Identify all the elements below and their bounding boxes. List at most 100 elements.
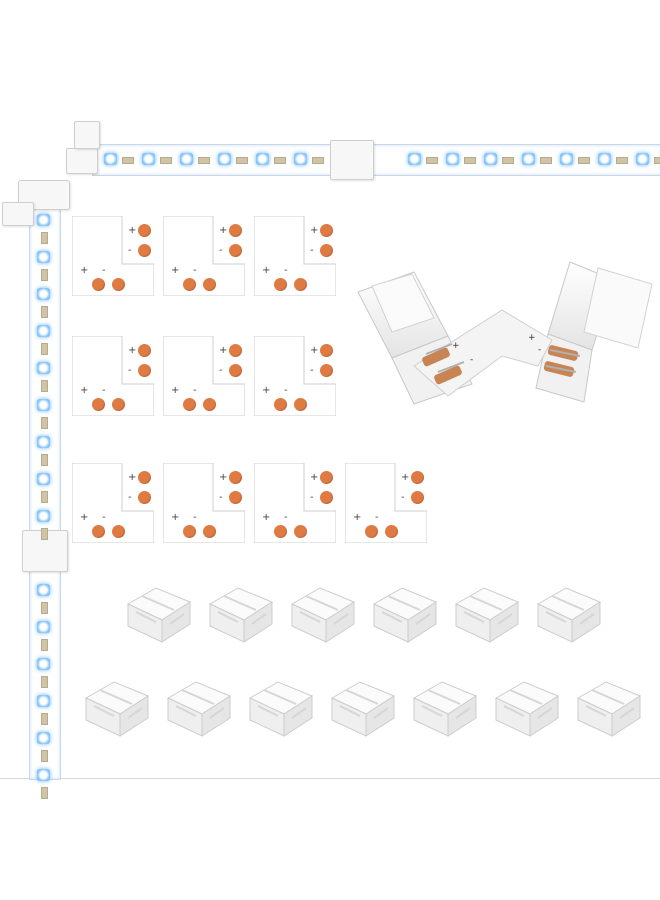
resistor — [41, 713, 48, 725]
positive-mark: + — [128, 345, 137, 356]
led-chip — [37, 288, 50, 300]
copper-pad — [229, 364, 242, 377]
copper-pad — [92, 525, 105, 538]
positive-mark: + — [171, 512, 180, 523]
negative-mark: - — [128, 492, 132, 503]
copper-pad — [294, 398, 307, 411]
resistor — [41, 454, 48, 466]
copper-pad — [365, 525, 378, 538]
copper-pad — [320, 344, 333, 357]
positive-mark: + — [310, 472, 319, 483]
strip-end-clip-cap — [74, 121, 100, 149]
resistor — [41, 528, 48, 540]
copper-pad — [203, 398, 216, 411]
l-pcb-connector — [345, 463, 427, 543]
positive-mark: + — [219, 472, 228, 483]
positive-mark: + — [80, 512, 89, 523]
led-chip — [37, 436, 50, 448]
led-chip — [37, 621, 50, 633]
led-chip — [104, 153, 117, 165]
led-chip — [37, 658, 50, 670]
copper-pad — [203, 525, 216, 538]
negative-mark: - — [102, 512, 106, 523]
clip-connector — [368, 584, 440, 646]
led-chip — [598, 153, 611, 165]
resistor — [654, 157, 660, 164]
negative-mark: - — [102, 385, 106, 396]
l-pcb-connector — [72, 336, 154, 416]
led-chip — [37, 695, 50, 707]
led-chip — [180, 153, 193, 165]
led-chip — [37, 473, 50, 485]
positive-mark: + — [171, 265, 180, 276]
vertical-led-strip — [29, 200, 61, 780]
copper-pad — [229, 224, 242, 237]
copper-pad — [138, 364, 151, 377]
clip-connector — [490, 678, 562, 740]
copper-pad — [138, 471, 151, 484]
svg-text:-: - — [538, 345, 541, 355]
negative-mark: - — [219, 492, 223, 503]
svg-text:+: + — [528, 333, 536, 343]
copper-pad — [112, 525, 125, 538]
resistor — [41, 750, 48, 762]
copper-pad — [274, 525, 287, 538]
copper-pad — [112, 398, 125, 411]
copper-pad — [320, 491, 333, 504]
resistor — [41, 639, 48, 651]
copper-pad — [203, 278, 216, 291]
resistor — [41, 380, 48, 392]
negative-mark: - — [310, 492, 314, 503]
negative-mark: - — [219, 365, 223, 376]
led-chip — [37, 325, 50, 337]
l-pcb-connector — [72, 463, 154, 543]
positive-mark: + — [80, 385, 89, 396]
led-chip — [37, 769, 50, 781]
negative-mark: - — [284, 512, 288, 523]
positive-mark: + — [128, 225, 137, 236]
led-chip — [37, 214, 50, 226]
copper-pad — [138, 224, 151, 237]
led-chip — [636, 153, 649, 165]
resistor — [122, 157, 134, 164]
corner-connector-cap — [2, 202, 34, 226]
copper-pad — [138, 344, 151, 357]
negative-mark: - — [128, 245, 132, 256]
resistor — [41, 602, 48, 614]
positive-mark: + — [128, 472, 137, 483]
resistor — [41, 306, 48, 318]
clip-connector — [204, 584, 276, 646]
led-chip — [522, 153, 535, 165]
led-chip — [560, 153, 573, 165]
led-chip — [37, 399, 50, 411]
copper-pad — [411, 491, 424, 504]
copper-pad — [229, 491, 242, 504]
copper-pad — [385, 525, 398, 538]
clip-connector — [408, 678, 480, 740]
positive-mark: + — [262, 512, 271, 523]
led-chip — [294, 153, 307, 165]
resistor — [41, 417, 48, 429]
positive-mark: + — [262, 265, 271, 276]
clip-connector — [532, 584, 604, 646]
positive-mark: + — [262, 385, 271, 396]
resistor — [41, 343, 48, 355]
copper-pad — [138, 491, 151, 504]
resistor — [274, 157, 286, 164]
negative-mark: - — [128, 365, 132, 376]
copper-pad — [320, 224, 333, 237]
led-chip — [408, 153, 421, 165]
l-pcb-connector — [72, 216, 154, 296]
clip-connector — [244, 678, 316, 740]
resistor — [502, 157, 514, 164]
copper-pad — [274, 278, 287, 291]
clip-connector — [286, 584, 358, 646]
led-chip — [142, 153, 155, 165]
l-pcb-connector — [254, 336, 336, 416]
copper-pad — [294, 525, 307, 538]
positive-mark: + — [171, 385, 180, 396]
horizontal-led-strip — [92, 144, 660, 176]
strip-end-clip-top — [66, 148, 98, 174]
copper-pad — [183, 525, 196, 538]
negative-mark: - — [284, 265, 288, 276]
